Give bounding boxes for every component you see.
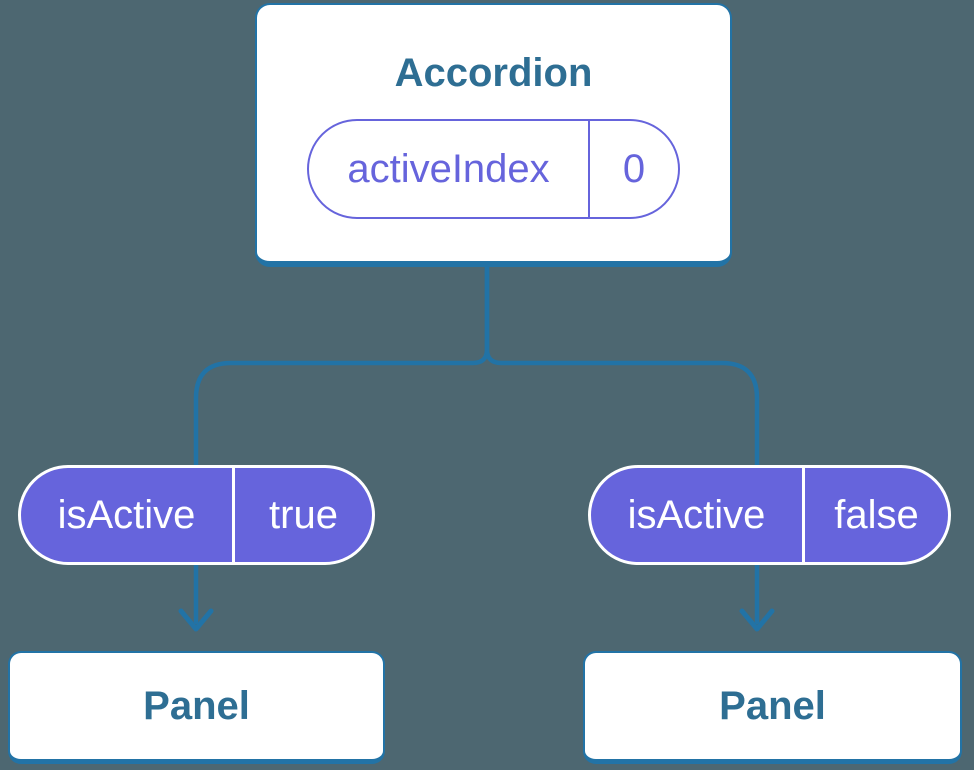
prop-pill-isactive-true: isActive true <box>18 465 375 565</box>
arrow-down-icon <box>178 608 214 632</box>
prop-pill-isactive-false: isActive false <box>588 465 951 565</box>
prop-pill-value: true <box>269 492 338 537</box>
prop-pill-name: isActive <box>591 468 805 562</box>
panel-label: Panel <box>719 683 826 728</box>
accordion-title: Accordion <box>394 51 593 95</box>
panel-box-left: Panel <box>8 651 385 764</box>
prop-pill-value: false <box>834 492 919 537</box>
prop-pill-name: isActive <box>21 468 235 562</box>
panel-box-right: Panel <box>583 651 962 764</box>
state-pill: activeIndex 0 <box>307 119 680 219</box>
branch-line-left <box>193 264 490 625</box>
state-pill-name: activeIndex <box>309 121 590 217</box>
panel-label: Panel <box>143 683 250 728</box>
branch-line-right <box>484 264 760 625</box>
accordion-component-card: Accordion activeIndex 0 <box>255 3 732 267</box>
arrow-down-icon <box>739 608 775 632</box>
state-pill-value: 0 <box>622 146 646 191</box>
